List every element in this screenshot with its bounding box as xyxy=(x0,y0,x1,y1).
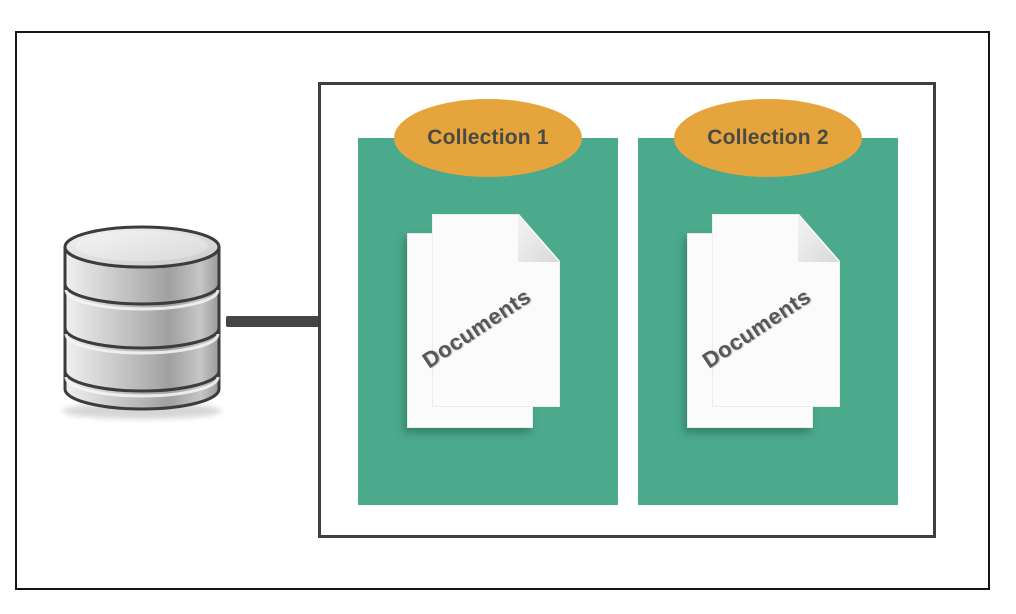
documents-stack-2: Documents xyxy=(683,214,855,446)
collections-container: Collection 1 Documents Collection 2 Docu… xyxy=(318,82,936,538)
documents-stack-1: Documents xyxy=(403,214,575,446)
page-fold-corner-icon xyxy=(518,215,559,262)
collection-panel-1: Collection 1 Documents xyxy=(358,99,618,505)
collection-2-badge: Collection 2 xyxy=(674,99,862,177)
document-page-front xyxy=(432,214,560,407)
document-page-front xyxy=(712,214,840,407)
collection-panel-2: Collection 2 Documents xyxy=(638,99,898,505)
database-top xyxy=(63,225,221,269)
page-fold-corner-icon xyxy=(798,215,839,262)
collection-2-label: Collection 2 xyxy=(707,126,829,149)
database-icon xyxy=(62,225,222,419)
collection-1-badge: Collection 1 xyxy=(394,99,582,177)
collection-1-label: Collection 1 xyxy=(427,126,549,149)
